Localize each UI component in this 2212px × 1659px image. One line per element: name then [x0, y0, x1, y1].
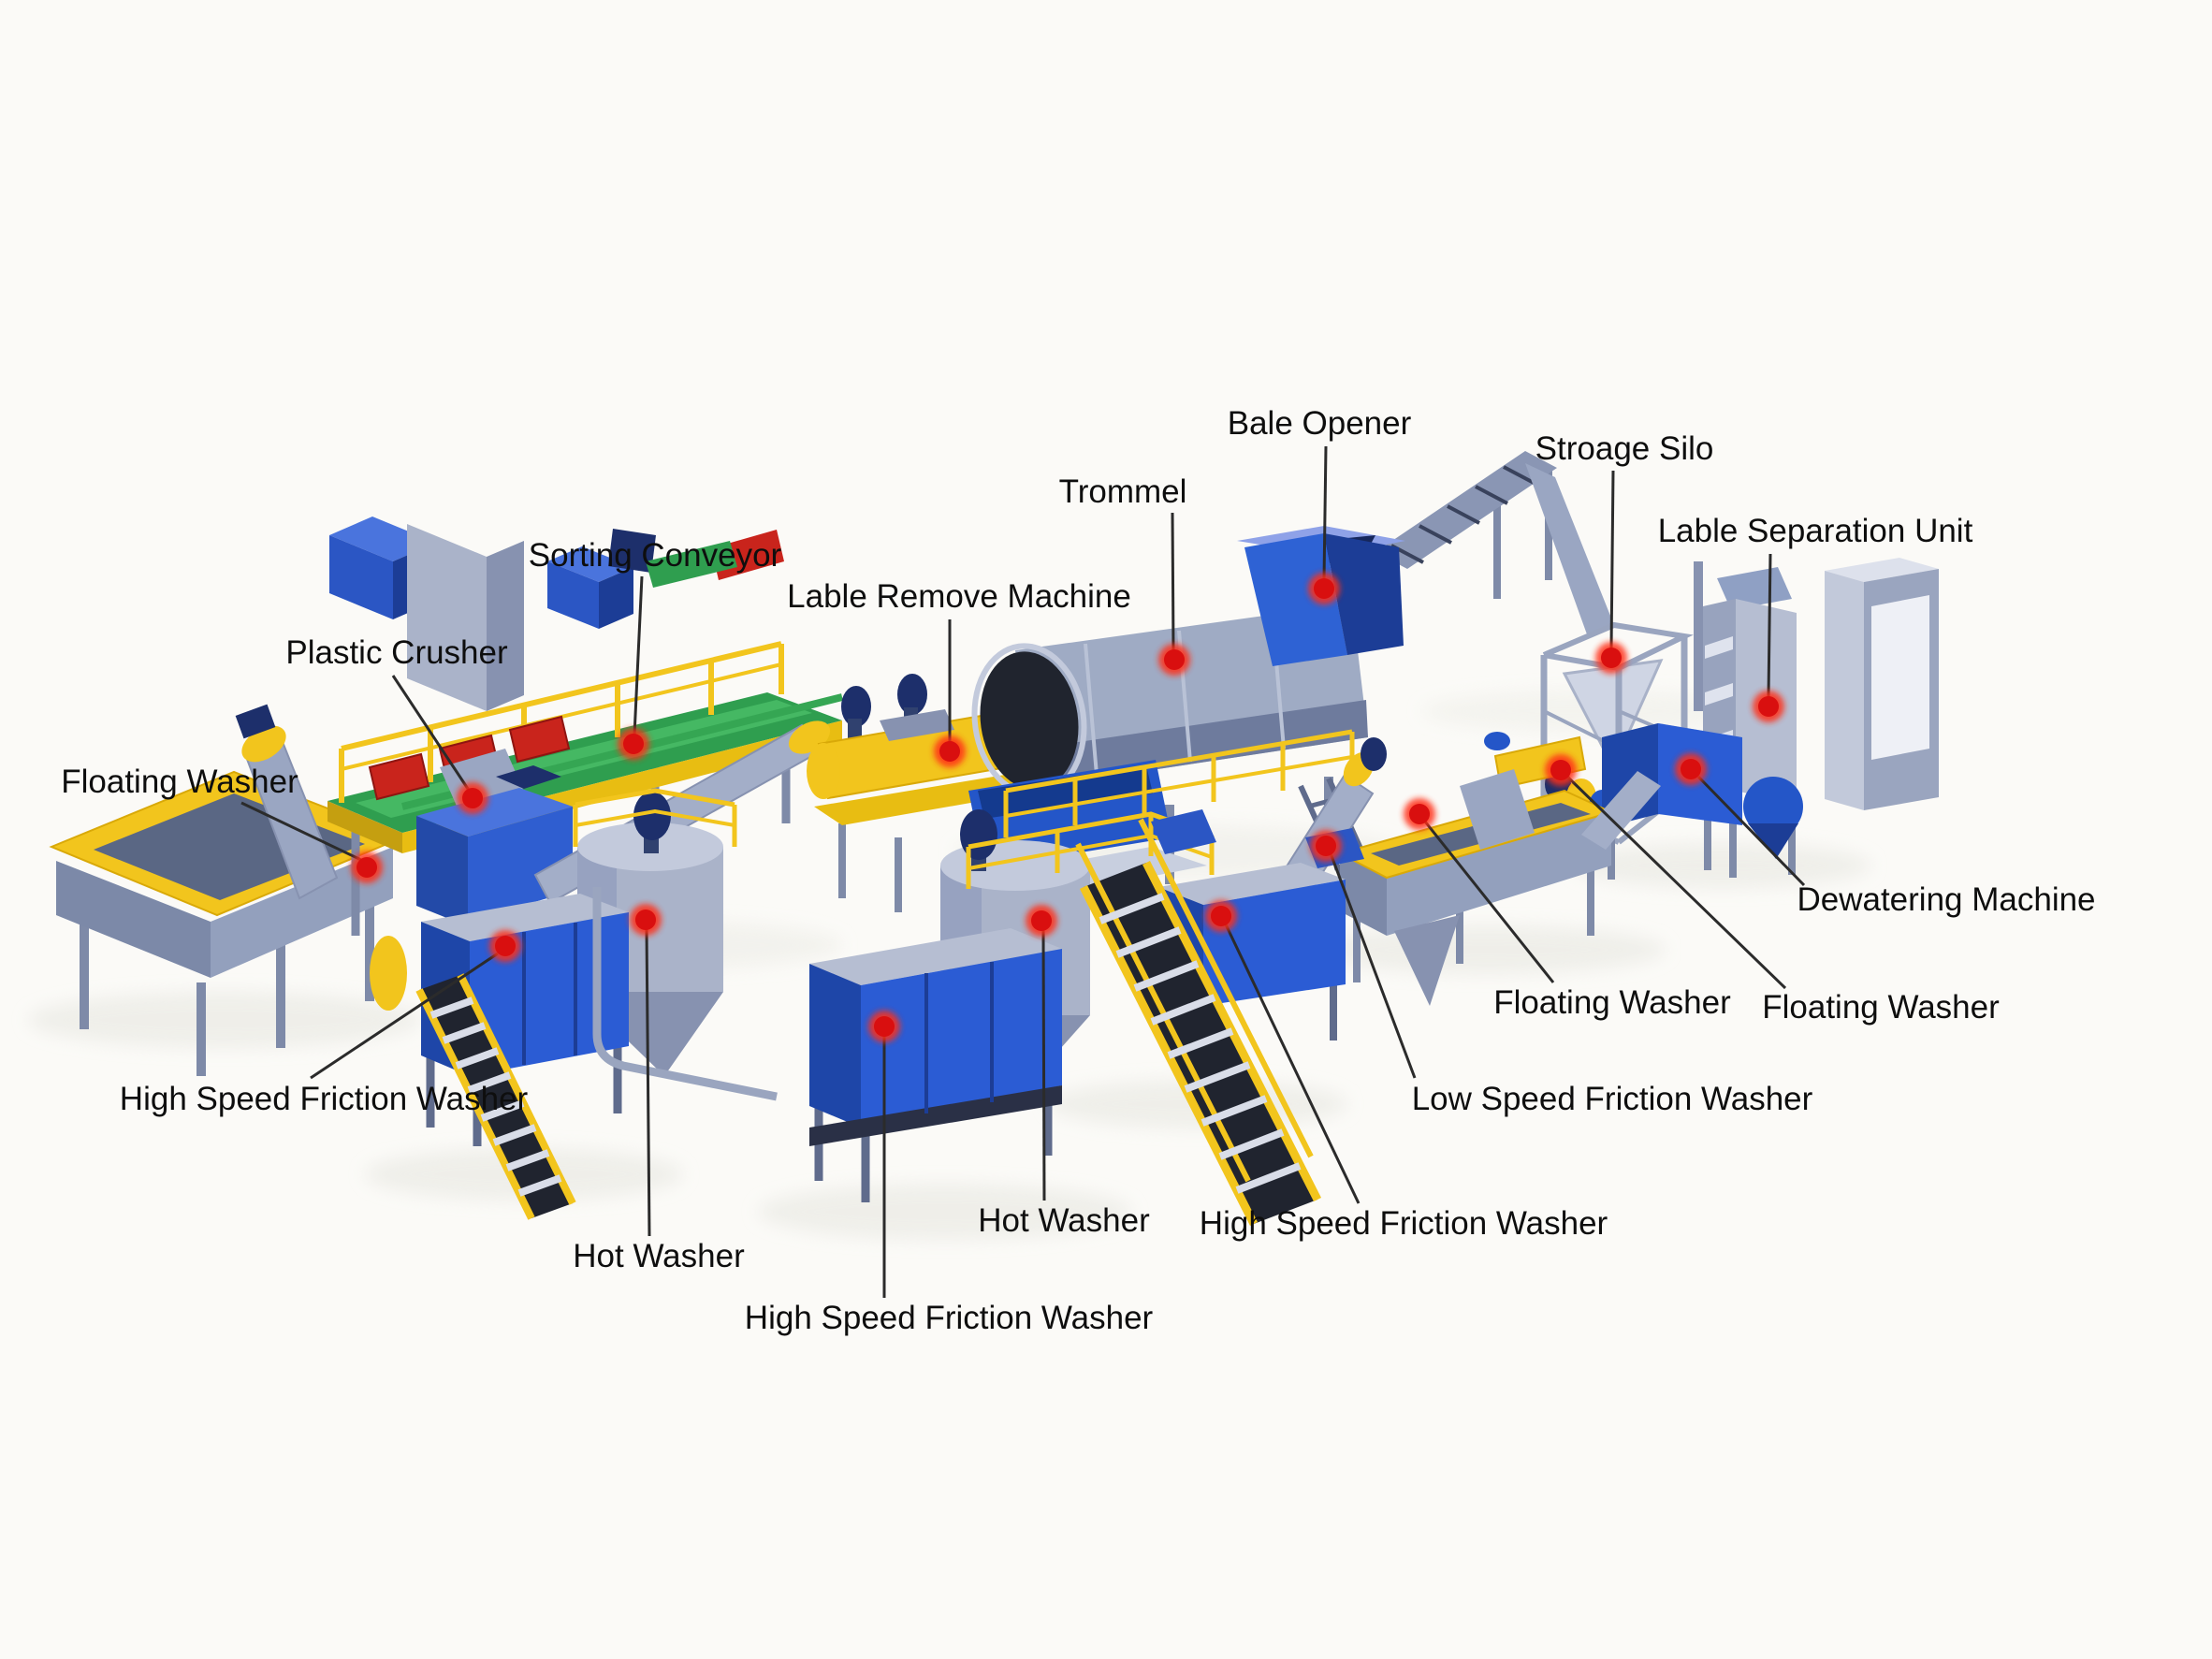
floating-washer-tank-left — [49, 704, 405, 1076]
callout-dot-dewatering-machine — [1681, 759, 1701, 779]
background-boxes — [329, 517, 784, 711]
callout-dot-low-speed-friction-washer — [1316, 836, 1336, 856]
staircases — [415, 818, 1322, 1227]
callout-line-low-speed-friction-washer — [1329, 852, 1417, 1079]
callout-layer — [240, 445, 1806, 1298]
callout-dot-bale-opener — [1314, 578, 1334, 599]
callout-line-hot-washer-2 — [1041, 928, 1046, 1201]
callout-dot-stroage-silo — [1601, 648, 1622, 668]
callout-dot-floating-washer-2 — [1409, 804, 1430, 824]
floating-washer-trough-right — [1233, 732, 1661, 1006]
callout-line-sorting-conveyor — [633, 575, 644, 736]
callout-line-trommel — [1171, 512, 1175, 652]
callout-line-hot-washer-1 — [645, 927, 651, 1237]
callout-line-floating-washer-1 — [240, 801, 364, 863]
callout-dot-high-speed-friction-washer-right — [1211, 906, 1231, 926]
callout-dot-floating-washer-3 — [1550, 760, 1571, 780]
callout-line-high-speed-friction-washer-right — [1224, 924, 1361, 1204]
callout-dot-high-speed-friction-washer-center — [874, 1016, 895, 1037]
callout-dot-hot-washer-1 — [635, 910, 656, 930]
callout-dot-sorting-conveyor — [623, 734, 644, 754]
bale-opener-hopper — [1237, 451, 1614, 666]
right-cabinet — [1825, 558, 1939, 810]
callout-line-lable-separation-unit — [1767, 553, 1772, 698]
callout-dot-trommel — [1164, 649, 1185, 670]
lable-separation-tower — [1694, 561, 1803, 875]
callout-dot-lable-remove-machine — [939, 741, 960, 762]
callout-dot-lable-separation-unit — [1758, 696, 1779, 717]
callout-line-high-speed-friction-washer-left — [310, 952, 499, 1080]
callout-line-stroage-silo — [1609, 470, 1615, 650]
callout-dot-high-speed-friction-washer-left — [495, 936, 516, 956]
callout-line-dewatering-machine — [1696, 775, 1806, 887]
callout-line-plastic-crusher — [391, 675, 472, 793]
callout-dot-hot-washer-2 — [1031, 910, 1052, 931]
callout-dot-plastic-crusher — [462, 788, 483, 808]
friction-washer-box-center — [592, 887, 1062, 1202]
callout-line-floating-washer-3 — [1566, 776, 1787, 990]
callout-line-bale-opener — [1322, 445, 1328, 581]
callout-line-floating-washer-2 — [1423, 821, 1555, 983]
callout-dot-floating-washer-1 — [357, 857, 377, 878]
